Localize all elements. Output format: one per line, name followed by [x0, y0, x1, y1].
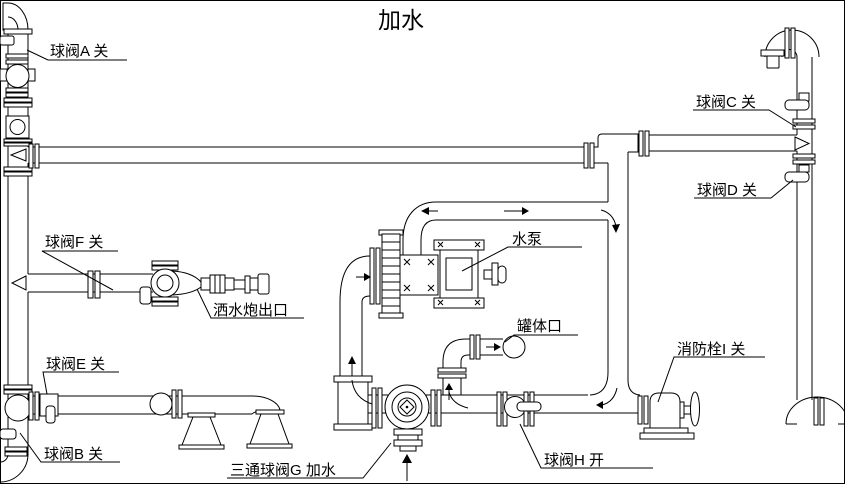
- flow-arrow-suction-up: [348, 356, 372, 404]
- flow-arrow-discharge-right: [504, 207, 529, 215]
- cannon-branch: [28, 261, 269, 306]
- ball-valve-b: [0, 385, 32, 456]
- ball-valve-h: [497, 392, 541, 426]
- ball-valve-d: [785, 154, 815, 182]
- tank-opening: [503, 336, 525, 358]
- flow-arrow-discharge-left: [421, 207, 438, 215]
- flow-arrows: [348, 207, 620, 481]
- tank-port-branch: [438, 335, 525, 395]
- label-tank-port: 罐体口: [517, 318, 562, 335]
- sprinkler-branch: [29, 390, 292, 449]
- callout-leaders: [20, 50, 796, 478]
- reducer-cannon-branch: [12, 276, 26, 290]
- riser-top-tee: [594, 131, 649, 163]
- diagram-title: 加水: [378, 7, 424, 33]
- main-top-pipe: [28, 131, 797, 168]
- label-cannon-outlet: 洒水炮出口: [213, 302, 288, 319]
- label-valve-h: 球阀H 开: [544, 452, 604, 469]
- flow-arrow-branch-up: [445, 383, 468, 408]
- label-water-pump: 水泵: [512, 231, 542, 248]
- flow-arrow-into-pump: [356, 273, 371, 281]
- reducer-main-right: [795, 137, 809, 150]
- riser-bottom-left-arc: [590, 372, 608, 395]
- label-valve-f: 球阀F 关: [45, 234, 103, 251]
- fill-port: [394, 429, 422, 451]
- label-valve-d: 球阀D 关: [697, 182, 757, 199]
- sprinkler-nozzle-1: [179, 413, 224, 449]
- label-valve-b: 球阀B 关: [44, 446, 103, 463]
- return-bend-top-right: [761, 28, 819, 68]
- label-valve-c: 球阀C 关: [696, 94, 756, 111]
- pump-motor: [434, 240, 506, 308]
- hydrant-handwheel: [691, 392, 700, 426]
- bolt-marks: [404, 259, 434, 291]
- suction-tee: [334, 376, 372, 430]
- label-valve-e: 球阀E 关: [46, 356, 105, 373]
- ball-valve-c: [785, 93, 815, 129]
- return-bend-bottom-right: [786, 397, 845, 425]
- flow-arrow-riser-to-bottom: [596, 388, 617, 409]
- water-cannon-barrel: [201, 274, 269, 294]
- ball-valve-f: [88, 271, 151, 304]
- ball-valve-e: [29, 392, 58, 423]
- sight-glass: [6, 116, 29, 138]
- riser-bottom-right-arc: [628, 380, 640, 395]
- flow-arrow-into-riser: [601, 210, 620, 233]
- water-pump: [340, 230, 506, 378]
- label-valve-a: 球阀A 关: [50, 43, 108, 60]
- left-pipe-assembly: [0, 3, 35, 482]
- elbow-top-left: [3, 3, 32, 34]
- water-cannon: [151, 261, 269, 306]
- pipe-joint: [150, 390, 182, 418]
- reducer-main-left: [11, 149, 26, 161]
- pump-suction-pipe: [340, 248, 380, 378]
- pump-discharge-pipe: [403, 202, 608, 258]
- ball-valve-a: [0, 36, 35, 97]
- flow-arrow-tank-port: [486, 343, 501, 351]
- flow-arrow-fill-inlet: [402, 454, 412, 481]
- elbow-bottom-left: [1, 455, 28, 482]
- riser-pipe: [590, 152, 640, 395]
- label-hydrant-i: 消防栓I 关: [677, 341, 745, 358]
- fire-hydrant-i: [638, 392, 700, 439]
- sprinkler-nozzle-2: [247, 396, 292, 448]
- three-way-ball-valve-g: [372, 385, 441, 451]
- bottom-pipeline: [334, 376, 700, 451]
- label-three-way-valve-g: 三通球阀G 加水: [230, 462, 336, 479]
- right-pipe-assembly: [761, 28, 845, 425]
